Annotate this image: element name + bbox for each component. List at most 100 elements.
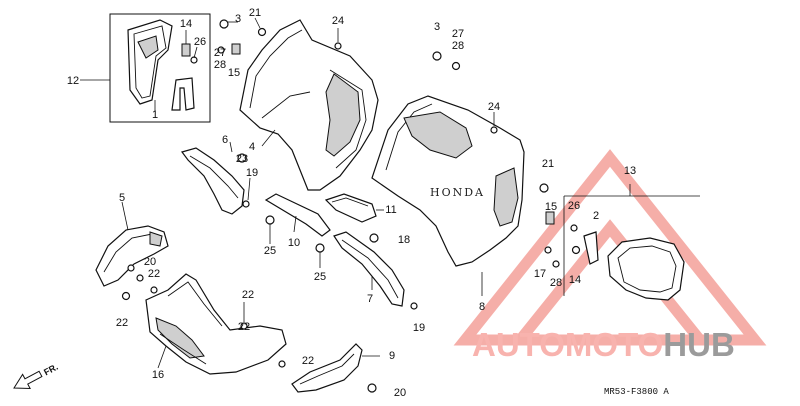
- callout-21: 21: [249, 7, 261, 19]
- callout-28: 28: [214, 59, 226, 71]
- front-direction-indicator: FR.: [13, 362, 60, 390]
- mirror-housing: [607, 237, 685, 301]
- callout-2: 2: [593, 210, 599, 222]
- callout-24: 24: [332, 15, 344, 27]
- bracket-body: [324, 193, 377, 223]
- detail-box-frame: [109, 13, 211, 123]
- lower-cowl-16: [121, 273, 287, 375]
- callout-19: 19: [246, 167, 258, 179]
- washer-3b: [432, 51, 442, 61]
- diagram-code: MR53-F3800 A: [604, 387, 669, 397]
- bolt-21a: [257, 27, 267, 37]
- side-panel-6: [180, 141, 251, 215]
- inner-cowl-4: [217, 17, 379, 191]
- callout-10: 10: [288, 237, 300, 249]
- callout-26-b: 26: [568, 200, 580, 212]
- bracket-11: [324, 193, 384, 223]
- callout-15: 15: [228, 67, 240, 79]
- callout-labels: 12 1 14 26 27 28 3 21 15 24 4 6 23 19 5 …: [67, 7, 636, 399]
- callout-1: 1: [152, 109, 158, 121]
- screw-22e: [278, 360, 286, 368]
- watermark-text: AUTOMOTOHUB: [472, 326, 735, 363]
- callout-8: 8: [479, 301, 485, 313]
- callout-20-b: 20: [394, 387, 406, 399]
- grommet-25b: [315, 243, 325, 253]
- callout-3-b: 3: [434, 21, 440, 33]
- trim-strip-body: [291, 343, 363, 393]
- callout-12: 12: [67, 75, 79, 87]
- clip-20b: [367, 383, 377, 393]
- grommet-25a: [265, 215, 275, 225]
- callout-28-b: 28: [452, 40, 464, 52]
- bolt-3a: [219, 19, 229, 29]
- strip-body: [264, 193, 331, 237]
- front-direction-label: FR.: [42, 362, 59, 378]
- bolt-28b: [451, 61, 461, 71]
- callout-22-a: 22: [148, 268, 160, 280]
- callout-9: 9: [389, 350, 395, 362]
- callout-25-b: 25: [314, 271, 326, 283]
- grommet-part: [171, 77, 195, 111]
- side-panel-body: [180, 147, 245, 215]
- inner-pocket-bracket: [127, 19, 173, 105]
- callout-27-b: 27: [452, 28, 464, 40]
- callout-13: 13: [624, 165, 636, 177]
- grommet-23: [237, 153, 247, 163]
- screw-22b: [121, 291, 131, 301]
- callout-17: 17: [534, 268, 546, 280]
- callout-7: 7: [367, 293, 373, 305]
- callout-25-a: 25: [264, 245, 276, 257]
- detail-box-12: [80, 13, 211, 123]
- callout-18: 18: [398, 234, 410, 246]
- bracket-2: [583, 231, 599, 265]
- callout-26: 26: [194, 36, 206, 48]
- callout-22-b: 22: [116, 317, 128, 329]
- callout-14: 14: [180, 18, 192, 30]
- callout-15-b: 15: [545, 201, 557, 213]
- callout-23: 23: [236, 153, 248, 165]
- strip-10: [264, 193, 331, 268]
- callout-3: 3: [235, 13, 241, 25]
- callout-22-e: 22: [302, 355, 314, 367]
- callout-24-b: 24: [488, 101, 500, 113]
- callout-19-b: 19: [413, 322, 425, 334]
- bolt-21b: [539, 183, 549, 193]
- screw-19a: [242, 200, 250, 208]
- clip-14b: [571, 245, 581, 255]
- watermark-text-moto: MOTO: [565, 326, 663, 363]
- honda-brand-mark: HONDA: [430, 186, 485, 199]
- callout-21-b: 21: [542, 158, 554, 170]
- lower-panel-5: [95, 201, 169, 287]
- callout-28-c: 28: [550, 277, 562, 289]
- callout-22-d: 22: [238, 321, 250, 333]
- callout-22-c: 22: [242, 289, 254, 301]
- side-panel-7-body: [333, 231, 405, 307]
- callout-16: 16: [152, 369, 164, 381]
- clip-14: [181, 43, 191, 57]
- clip-20a: [127, 264, 135, 272]
- clip-24a: [334, 42, 342, 50]
- nut-15a: [231, 43, 241, 55]
- callout-4: 4: [249, 141, 255, 153]
- watermark-text-auto: AUTO: [472, 326, 565, 363]
- callout-14-b: 14: [569, 274, 581, 286]
- front-arrow-icon: [13, 370, 43, 390]
- screw-19b: [410, 302, 418, 310]
- screw-26b: [570, 224, 578, 232]
- screw-18: [369, 233, 379, 243]
- nut-17: [544, 246, 552, 254]
- callout-11: 11: [385, 204, 396, 216]
- washer-27a: [217, 46, 225, 54]
- nut-15b: [545, 211, 555, 225]
- side-panel-7: [333, 231, 418, 310]
- mirror-assembly-13: [544, 184, 700, 301]
- watermark-text-hub: HUB: [663, 326, 735, 363]
- trim-strip-9: [278, 343, 380, 393]
- callout-6: 6: [222, 134, 228, 146]
- main-fairing-8: HONDA: [371, 51, 555, 296]
- clip-24b: [490, 126, 498, 134]
- screw-22a: [136, 274, 144, 282]
- callout-5: 5: [119, 192, 125, 204]
- main-fairing-body: [371, 95, 525, 267]
